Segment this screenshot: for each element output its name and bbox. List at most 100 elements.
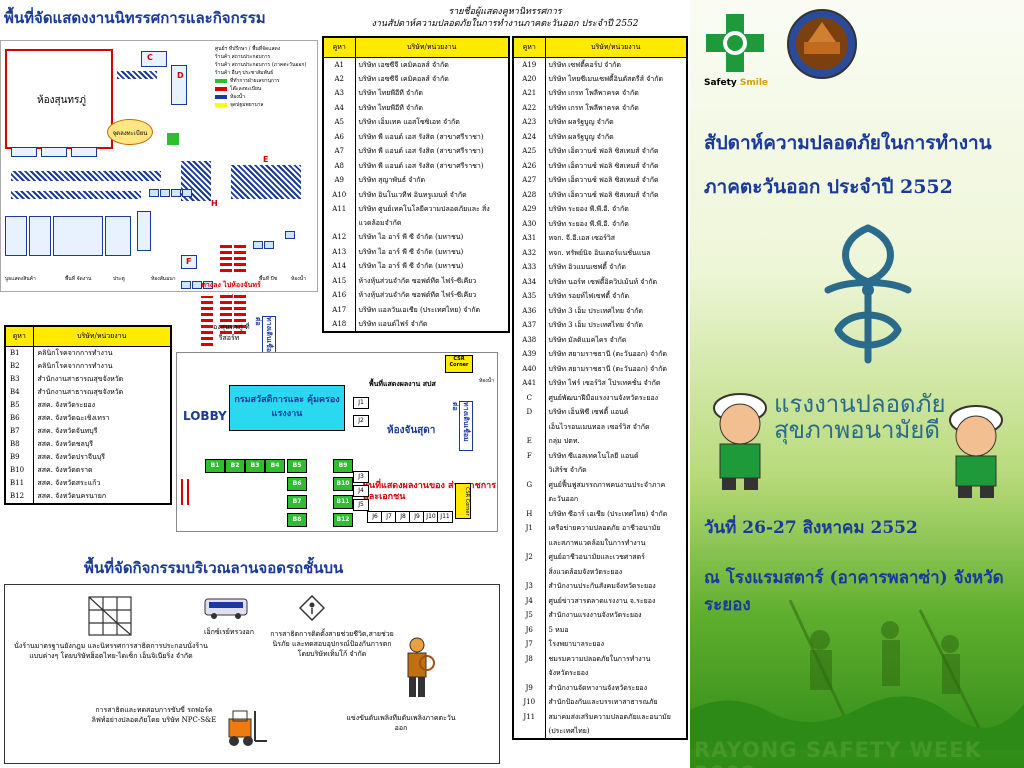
booth-code: A26 — [513, 158, 546, 173]
organization-name: บริษัท เอ็ดวานซ์ ฟอลิ ซิสเทมส์ จำกัด — [548, 190, 659, 199]
booth-code: B2 — [5, 359, 34, 373]
organization-name: สสค. จังหวัดนครนายก — [37, 491, 107, 500]
zone-c-box — [141, 51, 167, 67]
organization-name: ศูนย์อาชีวอนามัยและเวชศาสตร์ — [548, 553, 645, 561]
hall-booth: B9 — [333, 459, 353, 473]
booth-code: A41 — [513, 376, 546, 391]
hall-booth: J11 — [437, 511, 453, 523]
bottom-room — [5, 216, 27, 256]
booth-code: B11 — [5, 476, 34, 490]
hall-booth: B1 — [205, 459, 225, 473]
organization-name: บริษัท 3 เอ็ม ประเทศไทย จำกัด — [548, 321, 643, 329]
organization-name: บริษัท ศูนย์เทคโนโลยีความปลอดภัยและ สิ่ง… — [358, 205, 490, 227]
organization-name: สสค. จังหวัดฉะเชิงเทรา — [37, 413, 110, 422]
table-row: วิเสิร์ช จำกัด — [513, 463, 687, 478]
csr-corner-box: CSR Corner — [445, 355, 473, 373]
meeting-room-sunthornphu: ห้องสุนทรภู่ — [5, 49, 113, 149]
legend-item: ร้านค้า สถานประกอบการ (ภาคตะวันออก) — [215, 62, 307, 68]
booth-code — [513, 724, 546, 739]
a-booth-row — [149, 189, 193, 197]
booth-code: A21 — [513, 86, 546, 101]
organization-name: ตะวันออก — [548, 495, 579, 503]
walkway-strip — [234, 294, 246, 334]
booth-code: A27 — [513, 173, 546, 188]
bottom-legend-item: บูธแสดงสินค้า — [5, 276, 36, 282]
safety-brand-text: Safety — [704, 78, 737, 88]
booth-code: A28 — [513, 187, 546, 202]
organization-name: กลุ่ม ปตท. — [548, 437, 580, 445]
organization-name: สสค. จังหวัดสระแก้ว — [37, 478, 101, 487]
hall-booth: J2 — [353, 415, 369, 427]
booth-code: A24 — [513, 129, 546, 144]
organization-name: บริษัท เอซซีจี เคมิคอลส์ จำกัด — [358, 60, 449, 69]
event-title-line-1: สัปดาห์ความปลอดภัยในการทำงาน — [704, 132, 992, 154]
safety-smile-brand: Safety Smile — [704, 78, 768, 88]
event-date: วันที่ 26-27 สิงหาคม 2552 — [704, 518, 918, 538]
booth-code: H — [513, 506, 546, 521]
organization-name: บริษัท ไอ อาร์ พี ซี จำกัด (มหาชน) — [358, 247, 464, 256]
hall-booth: B7 — [287, 495, 307, 509]
organization-name: บริษัท สยามราชธานี (ตะวันออก) จำกัด — [548, 350, 667, 358]
organization-name: บริษัท ไอ อาร์ พี ซี จำกัด (มหาชน) — [358, 262, 464, 270]
zone-f-label: F — [186, 257, 192, 266]
organization-name: บริษัท เอซซีจี เคมิคอลส์ จำกัด — [358, 74, 449, 83]
table-row: และสภาพแวดล้อมในการทำงาน — [513, 535, 687, 550]
organization-name: ศูนย์ฟื้นฟูสมรรถภาพคนงานประจำภาค — [548, 480, 666, 489]
organization-name: สสค. จังหวัดจันทบุรี — [37, 426, 98, 435]
table-a1-header-code: คูหา — [322, 36, 356, 58]
booth-code: A20 — [513, 71, 546, 86]
safety-cross-logo — [706, 14, 764, 72]
hall-booth: B2 — [225, 459, 245, 473]
booth-code: B4 — [5, 385, 34, 399]
legend-item: ศูนย์ฯ ที่ปรึกษา / พื้นที่จัดแสดง — [215, 46, 281, 52]
organization-name: บริษัท แอนด์ไฟร์ จำกัด — [358, 320, 428, 328]
organization-name: บริษัท ซีแอลเทคโนโลยี แอนด์ — [548, 451, 639, 460]
organization-name: บริษัท ระยอง พี.พี.อี. จำกัด — [548, 219, 629, 228]
organization-name: บริษัท มัลติแมคไคร จำกัด — [548, 335, 627, 344]
walkway-strip — [220, 294, 232, 334]
booth-code: F — [513, 448, 546, 463]
organization-name: สำนักป้องกันและบรรเทาสาธารณภัย — [548, 698, 658, 706]
zone-h-label: H — [211, 199, 218, 208]
booth-code: B1 — [5, 346, 34, 360]
booth-code: B5 — [5, 398, 34, 412]
booth-code: J5 — [513, 608, 546, 623]
mascot-left-icon — [713, 393, 767, 490]
booth-code: J11 — [513, 709, 546, 724]
booth-code: A38 — [513, 332, 546, 347]
booth-code: A19 — [513, 57, 546, 72]
organization-name: สำนักงานจัดหางานจังหวัดระยอง — [548, 683, 648, 692]
hall-booth: B6 — [287, 477, 307, 491]
forklift-text: การสาธิตและทดสอบการขับขี่ รถฟอร์คลิฟท์อย… — [91, 706, 217, 724]
table-a2-header-code: คูหา — [512, 36, 546, 58]
meeting-room-label: ห้องสุนทรภู่ — [37, 95, 86, 106]
harness-text: การสาธิตการติดตั้งสายช่วยชีวิต,สายช่วย น… — [270, 630, 394, 658]
organization-name: ห้างหุ้นส่วนจำกัด ซอฟต์ทีต ไฟร์-ซีเคียว — [358, 276, 477, 285]
safety-emblem-logo — [824, 224, 912, 364]
organization-name: เครือข่ายความปลอดภัย อาชีวอนามัย — [548, 524, 661, 532]
hall-side-label: ทางเดินเชื่อมต่อ — [451, 401, 473, 451]
bottom-room — [29, 216, 51, 256]
booth-code: C — [513, 390, 546, 405]
table-b-header-code: ดูหา — [4, 325, 34, 347]
